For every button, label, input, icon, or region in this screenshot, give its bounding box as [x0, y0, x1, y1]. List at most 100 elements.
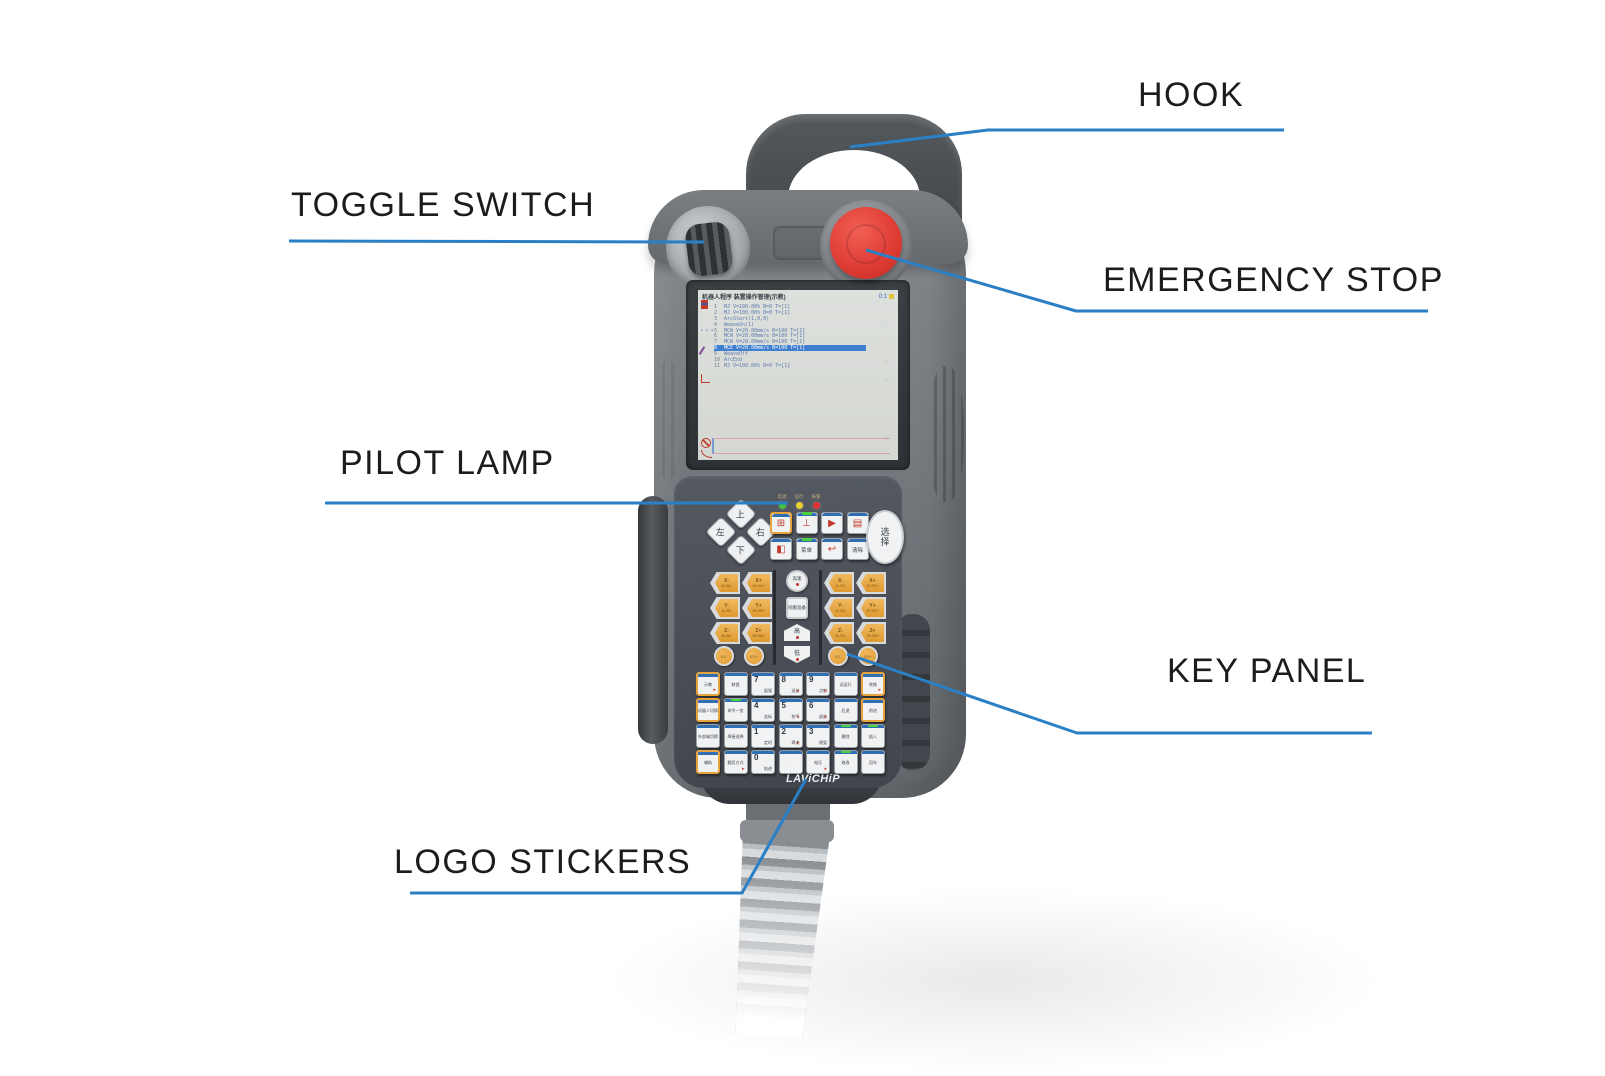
led-indicator [840, 725, 851, 727]
red-dot-icon [795, 636, 799, 639]
key-r1c1[interactable]: 示教▸ [696, 672, 720, 696]
key-red-mark-icon: ▸ [796, 688, 800, 694]
jog-key-left-3[interactable]: Y-J5-/S5- [710, 597, 740, 619]
program-line-text: MCE V=20.00mm/s B=100 T=[1] [724, 345, 806, 352]
function-key-icon: ↩ [827, 544, 837, 555]
program-line-text: MJ V=100.00% B=0 T=[1] [724, 309, 791, 316]
key-r4c2[interactable]: 翻页方式▸ [723, 750, 748, 774]
jog-key-left-1[interactable]: X-J4-/S4- [710, 572, 740, 594]
function-key-4[interactable]: ▤ [846, 512, 869, 534]
function-key-7[interactable]: ↩ [821, 538, 843, 560]
key-r4c6[interactable]: 修改 [833, 750, 858, 774]
jog-key-right-2[interactable]: X+J1+/S1+ [856, 572, 886, 594]
key-r2c6[interactable]: 后退 [833, 698, 858, 722]
jog-key-right-4[interactable]: Y+J2+/S2+ [856, 597, 886, 619]
key-number: 7 [754, 675, 759, 684]
axis-status-glyph: ~ [884, 321, 887, 327]
function-key-2[interactable]: ⊥ [795, 512, 818, 534]
key-red-mark-icon: ▸ [796, 714, 800, 720]
axis-status-glyph: △ [884, 359, 888, 365]
high-speed-key[interactable]: 高速 [786, 570, 808, 592]
function-key-icon: ⊥ [802, 518, 811, 529]
screen-right-glyphs: ×~≈△×~≈△ [884, 290, 896, 460]
program-line-number: 7 [714, 339, 718, 346]
jog-key-E2-[interactable]: E2- [828, 646, 848, 666]
jog-key-right-5[interactable]: Z-J3-/S3- [824, 622, 854, 644]
key-r2c2[interactable]: 命令一览 [723, 698, 748, 722]
red-dot-icon [795, 658, 799, 661]
key-r4c7[interactable]: 回车 [861, 750, 885, 774]
function-key-8[interactable]: 清除 [846, 538, 869, 560]
key-r2c7[interactable]: 前进 [861, 698, 885, 722]
jog-key-left-6[interactable]: Z+J6+/S6+ [742, 622, 772, 644]
key-r1c7[interactable]: 转换▸ [861, 672, 885, 696]
jog-key-face: X-J4-/S4- [715, 574, 738, 592]
speed-low-key[interactable]: 低 [784, 646, 810, 663]
key-r4c1[interactable]: 辅助 [696, 750, 720, 774]
jog-key-left-5[interactable]: Z-J6-/S6- [710, 622, 740, 644]
external-axis-keys-left: E1- E1+ [714, 646, 764, 666]
key-r3c1[interactable]: 外部轴切换 [696, 724, 720, 748]
emergency-stop-button[interactable] [830, 207, 902, 279]
key-number: 0 [754, 753, 759, 762]
key-r2c1[interactable]: 机器人切换 [696, 698, 720, 722]
key-r1c2[interactable]: 联锁 [723, 672, 748, 696]
servo-ready-key[interactable]: 伺服准备 [786, 597, 808, 619]
program-line-text: MCW V=20.00mm/s B=100 T=[1] [724, 339, 806, 346]
key-r3c6[interactable]: 删除 [833, 724, 858, 748]
select-key[interactable]: 选择 [866, 510, 904, 564]
right-slider-rail[interactable] [819, 570, 822, 665]
pilot-lamp-dot [795, 502, 803, 509]
jog-key-axis: Y- [724, 602, 729, 609]
function-key-6[interactable]: 菜单 [795, 538, 818, 560]
key-r1c6[interactable]: 试运行 [833, 672, 858, 696]
jog-key-right-6[interactable]: Z+J3+/S3+ [856, 622, 886, 644]
program-line-9[interactable]: 9 WeaveOff [714, 351, 872, 357]
jog-key-E2+[interactable]: E2+ [858, 646, 878, 666]
key-r4c5[interactable]: 电压▸ [806, 750, 830, 774]
key-r3c7[interactable]: 插入 [861, 724, 885, 748]
left-slider-rail[interactable] [773, 570, 776, 665]
program-line-number: 9 [714, 351, 718, 358]
jog-key-face: Y-J2-/S2- [829, 599, 852, 617]
key-r4c4[interactable]: . [778, 750, 803, 774]
key-label: 焊点 [791, 739, 800, 745]
jog-key-left-4[interactable]: Y+J5+/S5+ [742, 597, 772, 619]
jog-key-left-2[interactable]: X+J4+/S4+ [742, 572, 772, 594]
jog-key-E1-[interactable]: E1- [714, 646, 734, 666]
jog-key-right-3[interactable]: Y-J2-/S2- [824, 597, 854, 619]
toggle-switch[interactable] [683, 220, 735, 278]
jog-key-right-1[interactable]: X-J1-/S1- [824, 572, 854, 594]
function-key-1[interactable]: ⊞ [770, 512, 792, 534]
pilot-lamp-label: 电源 [777, 494, 787, 499]
jog-key-E1+[interactable]: E1+ [744, 646, 764, 666]
arrow-right-label: 右 [756, 527, 766, 538]
function-key-3[interactable]: ▶ [821, 512, 843, 534]
function-key-5[interactable]: ◧ [770, 538, 792, 560]
key-number: 9 [809, 675, 814, 684]
program-line-text: WeaveOff [724, 351, 749, 358]
program-line-7[interactable]: 7 MCW V=20.00mm/s B=100 T=[1] [714, 339, 872, 345]
key-r3c2[interactable]: 焊接选择 [723, 724, 748, 748]
speed-high-key[interactable]: 高 [784, 624, 810, 641]
